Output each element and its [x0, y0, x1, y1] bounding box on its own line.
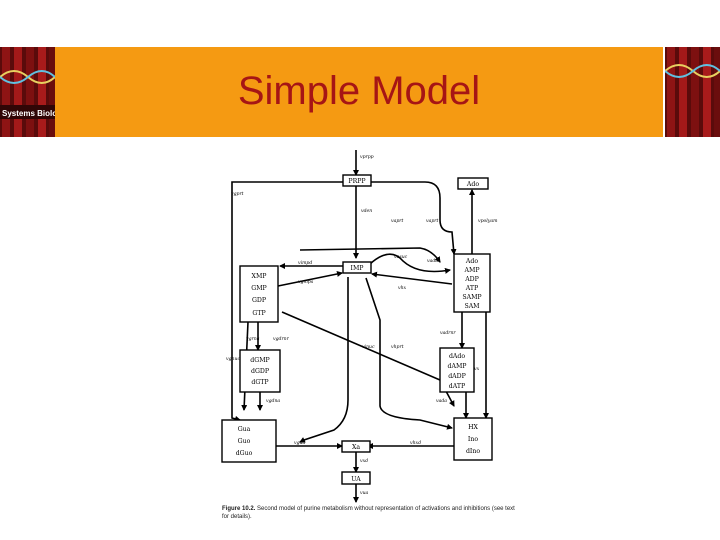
label-guo: Guo [238, 438, 251, 445]
label-damp: dAMP [448, 363, 467, 370]
rate-adna: vada [436, 398, 447, 404]
label-samp: SAMP [462, 294, 481, 301]
label-ado: Ado [465, 258, 478, 265]
caption-text: Second model of purine metabolism withou… [222, 506, 515, 520]
label-gdp: GDP [252, 297, 266, 304]
rate-gdna: vgdna [266, 398, 280, 404]
rate-adrnr: vadrnr [440, 330, 456, 336]
systems-biology-logo-left: Systems Biology [0, 47, 55, 137]
label-gua: Gua [238, 426, 251, 433]
rate-impd: vimpd [298, 260, 312, 266]
label-hx: HX [468, 424, 478, 431]
label-imp: IMP [351, 265, 364, 272]
arrow-gua-dado [281, 311, 455, 407]
arrow-gmp-imp [277, 271, 343, 287]
label-datp: dATP [449, 383, 465, 390]
arrow-imp-hxpool [365, 277, 453, 430]
metabolite-boxes [221, 174, 493, 485]
rate-hxd: vhxd [410, 440, 421, 446]
systems-biology-label: Systems Biology [2, 109, 55, 118]
rate-hx: vhx [398, 285, 407, 291]
metabolite-labels: PRPP Ado IMP Ado AMP ADP ATP SAMP SAM XM… [236, 178, 482, 483]
label-dguo: dGuo [236, 450, 253, 457]
rate-aprt2: vaprt [426, 218, 438, 224]
rate-hprt: vhprt [391, 344, 404, 350]
arrow-ado-imp [371, 271, 453, 285]
rate-gdrnr: vgdrnr [273, 336, 290, 342]
box-dadenine-pool [439, 347, 475, 393]
label-sam: SAM [464, 303, 480, 310]
box-guanine-pool [239, 265, 279, 323]
box-imp [342, 261, 372, 274]
box-dguanine-pool [239, 349, 281, 393]
box-prpp [342, 174, 372, 187]
rate-aprt: vaprt [391, 218, 403, 224]
rate-den: vden [361, 208, 372, 214]
title-banner: Systems Biology Simple Model [0, 47, 720, 137]
label-adp: ADP [464, 276, 479, 283]
label-dgdp: dGDP [251, 368, 269, 375]
rate-prpp: vprpp [360, 155, 374, 160]
label-dgtp: dGTP [251, 379, 268, 386]
rate-grna: vgrna [246, 337, 260, 342]
label-dadp: dADP [448, 373, 466, 380]
label-prpp: PRPP [348, 178, 365, 185]
arrow-prpp-gua [231, 181, 344, 422]
flux-rate-labels: vprpp vgprt vden vaprt vaprt vpolyam vim… [226, 155, 498, 496]
label-amp: AMP [464, 267, 480, 274]
arrow-imp-hx [299, 277, 349, 443]
caption-label: Figure 10.2. [222, 506, 256, 512]
label-ade-top: Ado [466, 181, 479, 188]
title-bar [55, 47, 663, 137]
rate-ada: vada [427, 258, 438, 264]
arrow-prpp-ado [368, 181, 457, 255]
label-ua: UA [351, 476, 361, 483]
label-xmp: XMP [252, 273, 267, 280]
figure-caption: Figure 10.2. Second model of purine meta… [222, 505, 522, 521]
systems-biology-logo-right [665, 47, 720, 137]
arrow-xmp-ado [299, 247, 441, 263]
rate-gprt: vgprt [231, 191, 244, 197]
rate-gnuc: vgnuc [226, 357, 240, 362]
box-ade-top [457, 177, 489, 190]
rate-ua: vua [360, 491, 369, 496]
rate-inuc: vinuc [362, 344, 375, 350]
arrow-imp-ado [369, 253, 451, 274]
rate-polyam: vpolyam [478, 218, 498, 224]
box-hx-pool [453, 417, 493, 461]
rate-asuc: vasuc [394, 255, 408, 260]
box-ua [341, 471, 371, 485]
label-dado: dAdo [449, 353, 465, 360]
label-dino: dIno [466, 448, 480, 455]
label-xa: Xa [352, 444, 360, 451]
label-dgmp: dGMP [250, 357, 269, 364]
rate-gmps: vgmps [298, 280, 314, 285]
box-adenine-pool [453, 253, 491, 313]
rate-xd: vxd [360, 458, 368, 464]
rate-dhx: vx [474, 367, 480, 372]
box-guanine-bases [221, 419, 277, 463]
rate-gua: vgua [294, 441, 305, 446]
label-ino: Ino [468, 436, 478, 443]
label-atp: ATP [465, 285, 478, 292]
box-xa [341, 440, 371, 453]
label-gtp: GTP [252, 310, 265, 317]
slide-title: Simple Model [237, 69, 481, 113]
label-gmp: GMP [251, 285, 266, 292]
